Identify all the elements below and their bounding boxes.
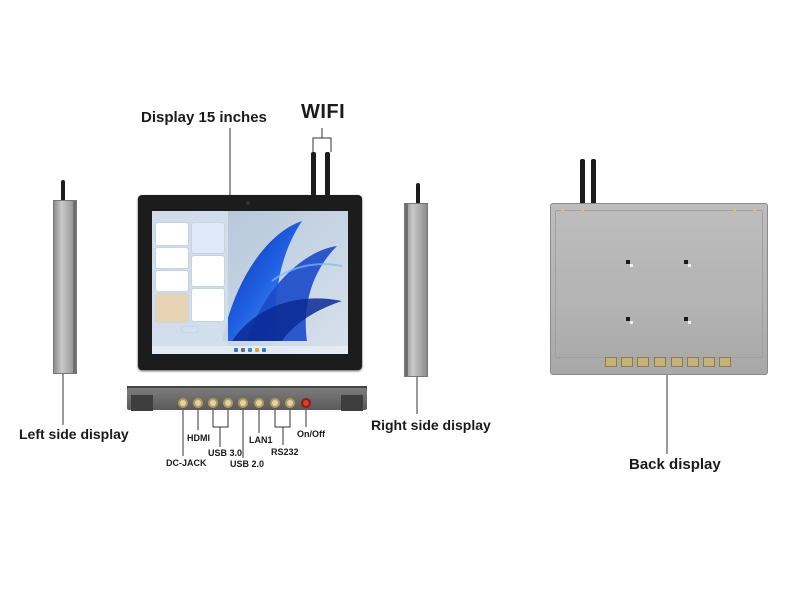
usb3-port [208, 398, 218, 408]
monitor-screen [152, 211, 348, 354]
back-label: Back display [629, 456, 721, 473]
power-button-icon [301, 398, 311, 408]
lan1-label: LAN1 [249, 435, 273, 445]
usb2-label: USB 2.0 [230, 459, 265, 469]
taskbar [152, 346, 348, 354]
vesa-hole [684, 260, 688, 264]
rs232-port [270, 398, 280, 408]
rs232-label: RS232 [271, 447, 299, 457]
back-antenna-icon [591, 159, 596, 214]
usb3-label: USB 3.0 [208, 448, 243, 458]
widgets-panel [152, 211, 228, 346]
hdmi-label: HDMI [187, 433, 210, 443]
windows-wallpaper [222, 221, 343, 341]
dc-jack-port [178, 398, 188, 408]
wifi-label: WIFI [301, 101, 346, 123]
front-antenna-icon [325, 152, 330, 196]
front-monitor [138, 195, 362, 370]
right-antenna-icon [416, 183, 420, 205]
right-side-panel [404, 203, 428, 377]
vesa-hole [684, 317, 688, 321]
display-label: Display 15 inches [141, 109, 267, 126]
lan1-port [254, 398, 264, 408]
onoff-label: On/Off [297, 429, 325, 439]
hdmi-port [193, 398, 203, 408]
left-side-panel [53, 200, 77, 374]
rs232-port [285, 398, 295, 408]
vesa-hole [626, 260, 630, 264]
left-side-label: Left side display [19, 426, 129, 442]
dc-jack-label: DC-JACK [166, 458, 207, 468]
front-antenna-icon [311, 152, 316, 196]
back-panel [550, 203, 768, 375]
vesa-hole [626, 317, 630, 321]
camera-icon [246, 201, 250, 205]
usb3-port [223, 398, 233, 408]
usb2-port [238, 398, 248, 408]
left-antenna-icon [61, 180, 65, 203]
io-bar-foot-right [341, 395, 363, 411]
right-side-label: Right side display [371, 417, 491, 433]
back-antenna-icon [580, 159, 585, 214]
io-bar-foot-left [131, 395, 153, 411]
